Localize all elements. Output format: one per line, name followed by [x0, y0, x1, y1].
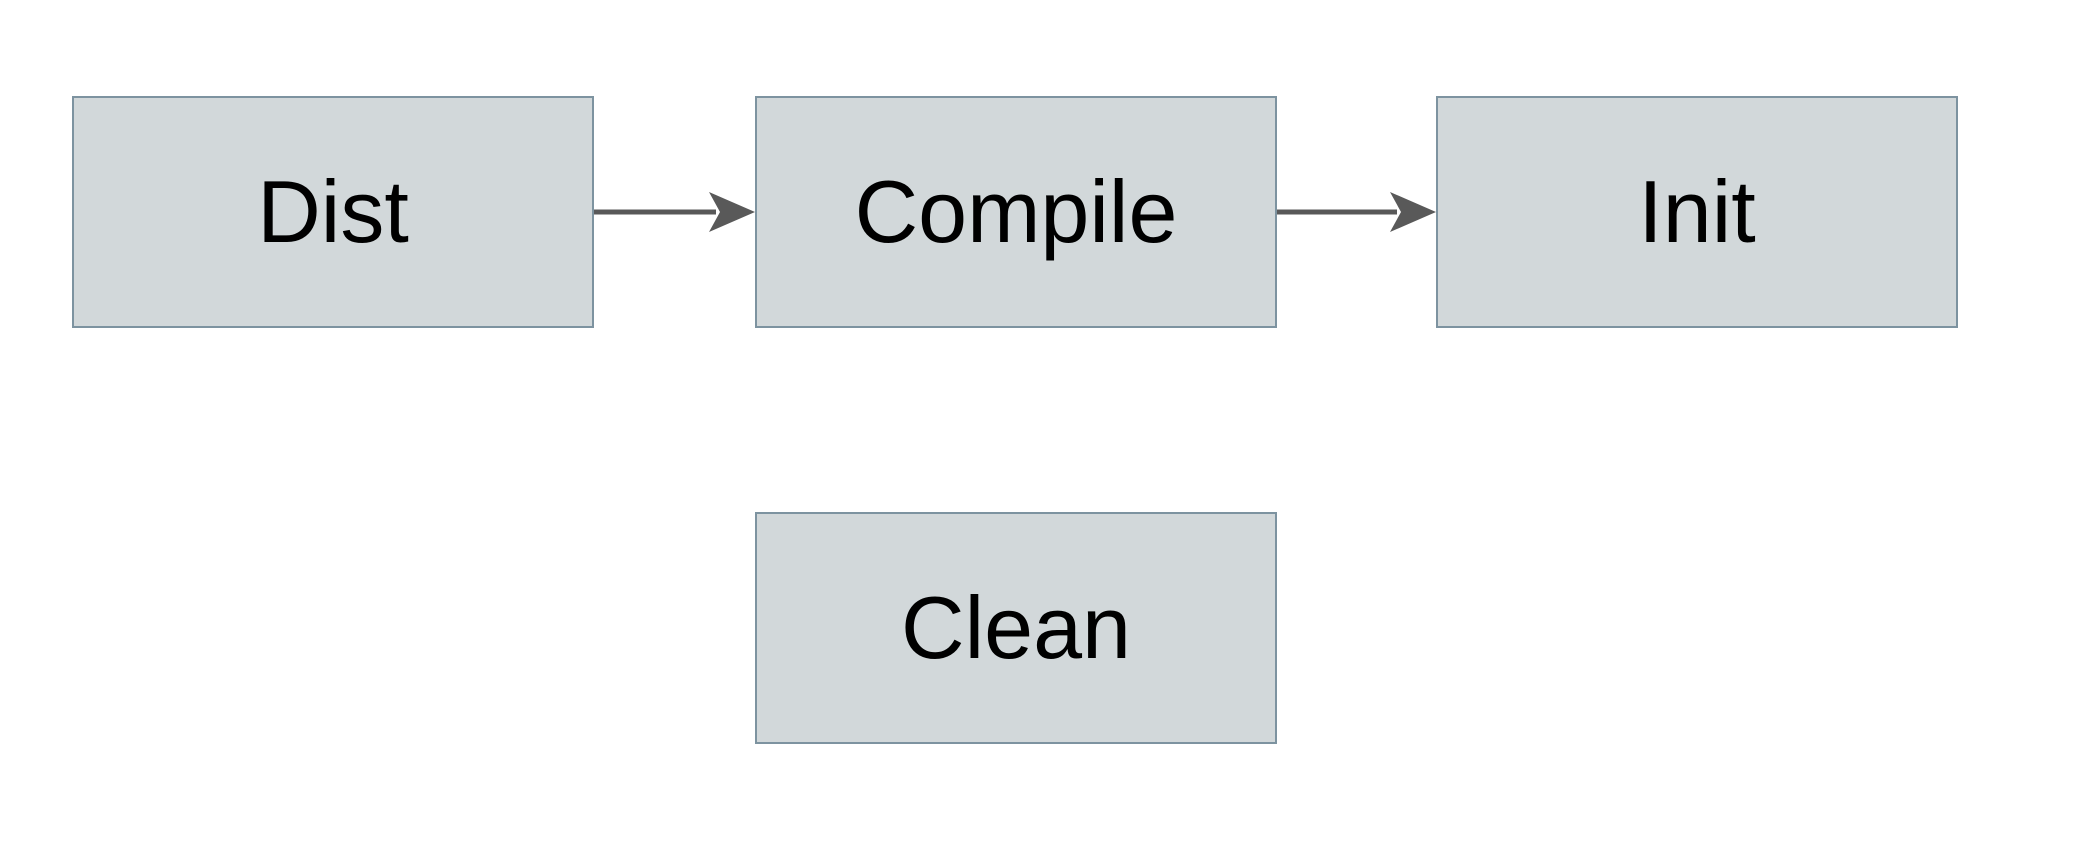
node-dist-label: Dist — [257, 162, 409, 261]
node-dist[interactable]: Dist — [72, 96, 594, 328]
node-compile-label: Compile — [854, 162, 1178, 261]
arrow-dist-to-compile — [594, 192, 755, 232]
node-init-label: Init — [1638, 162, 1756, 261]
node-compile[interactable]: Compile — [755, 96, 1277, 328]
arrow-compile-to-init — [1277, 192, 1436, 232]
node-clean-label: Clean — [901, 578, 1131, 677]
node-clean[interactable]: Clean — [755, 512, 1277, 744]
node-init[interactable]: Init — [1436, 96, 1958, 328]
